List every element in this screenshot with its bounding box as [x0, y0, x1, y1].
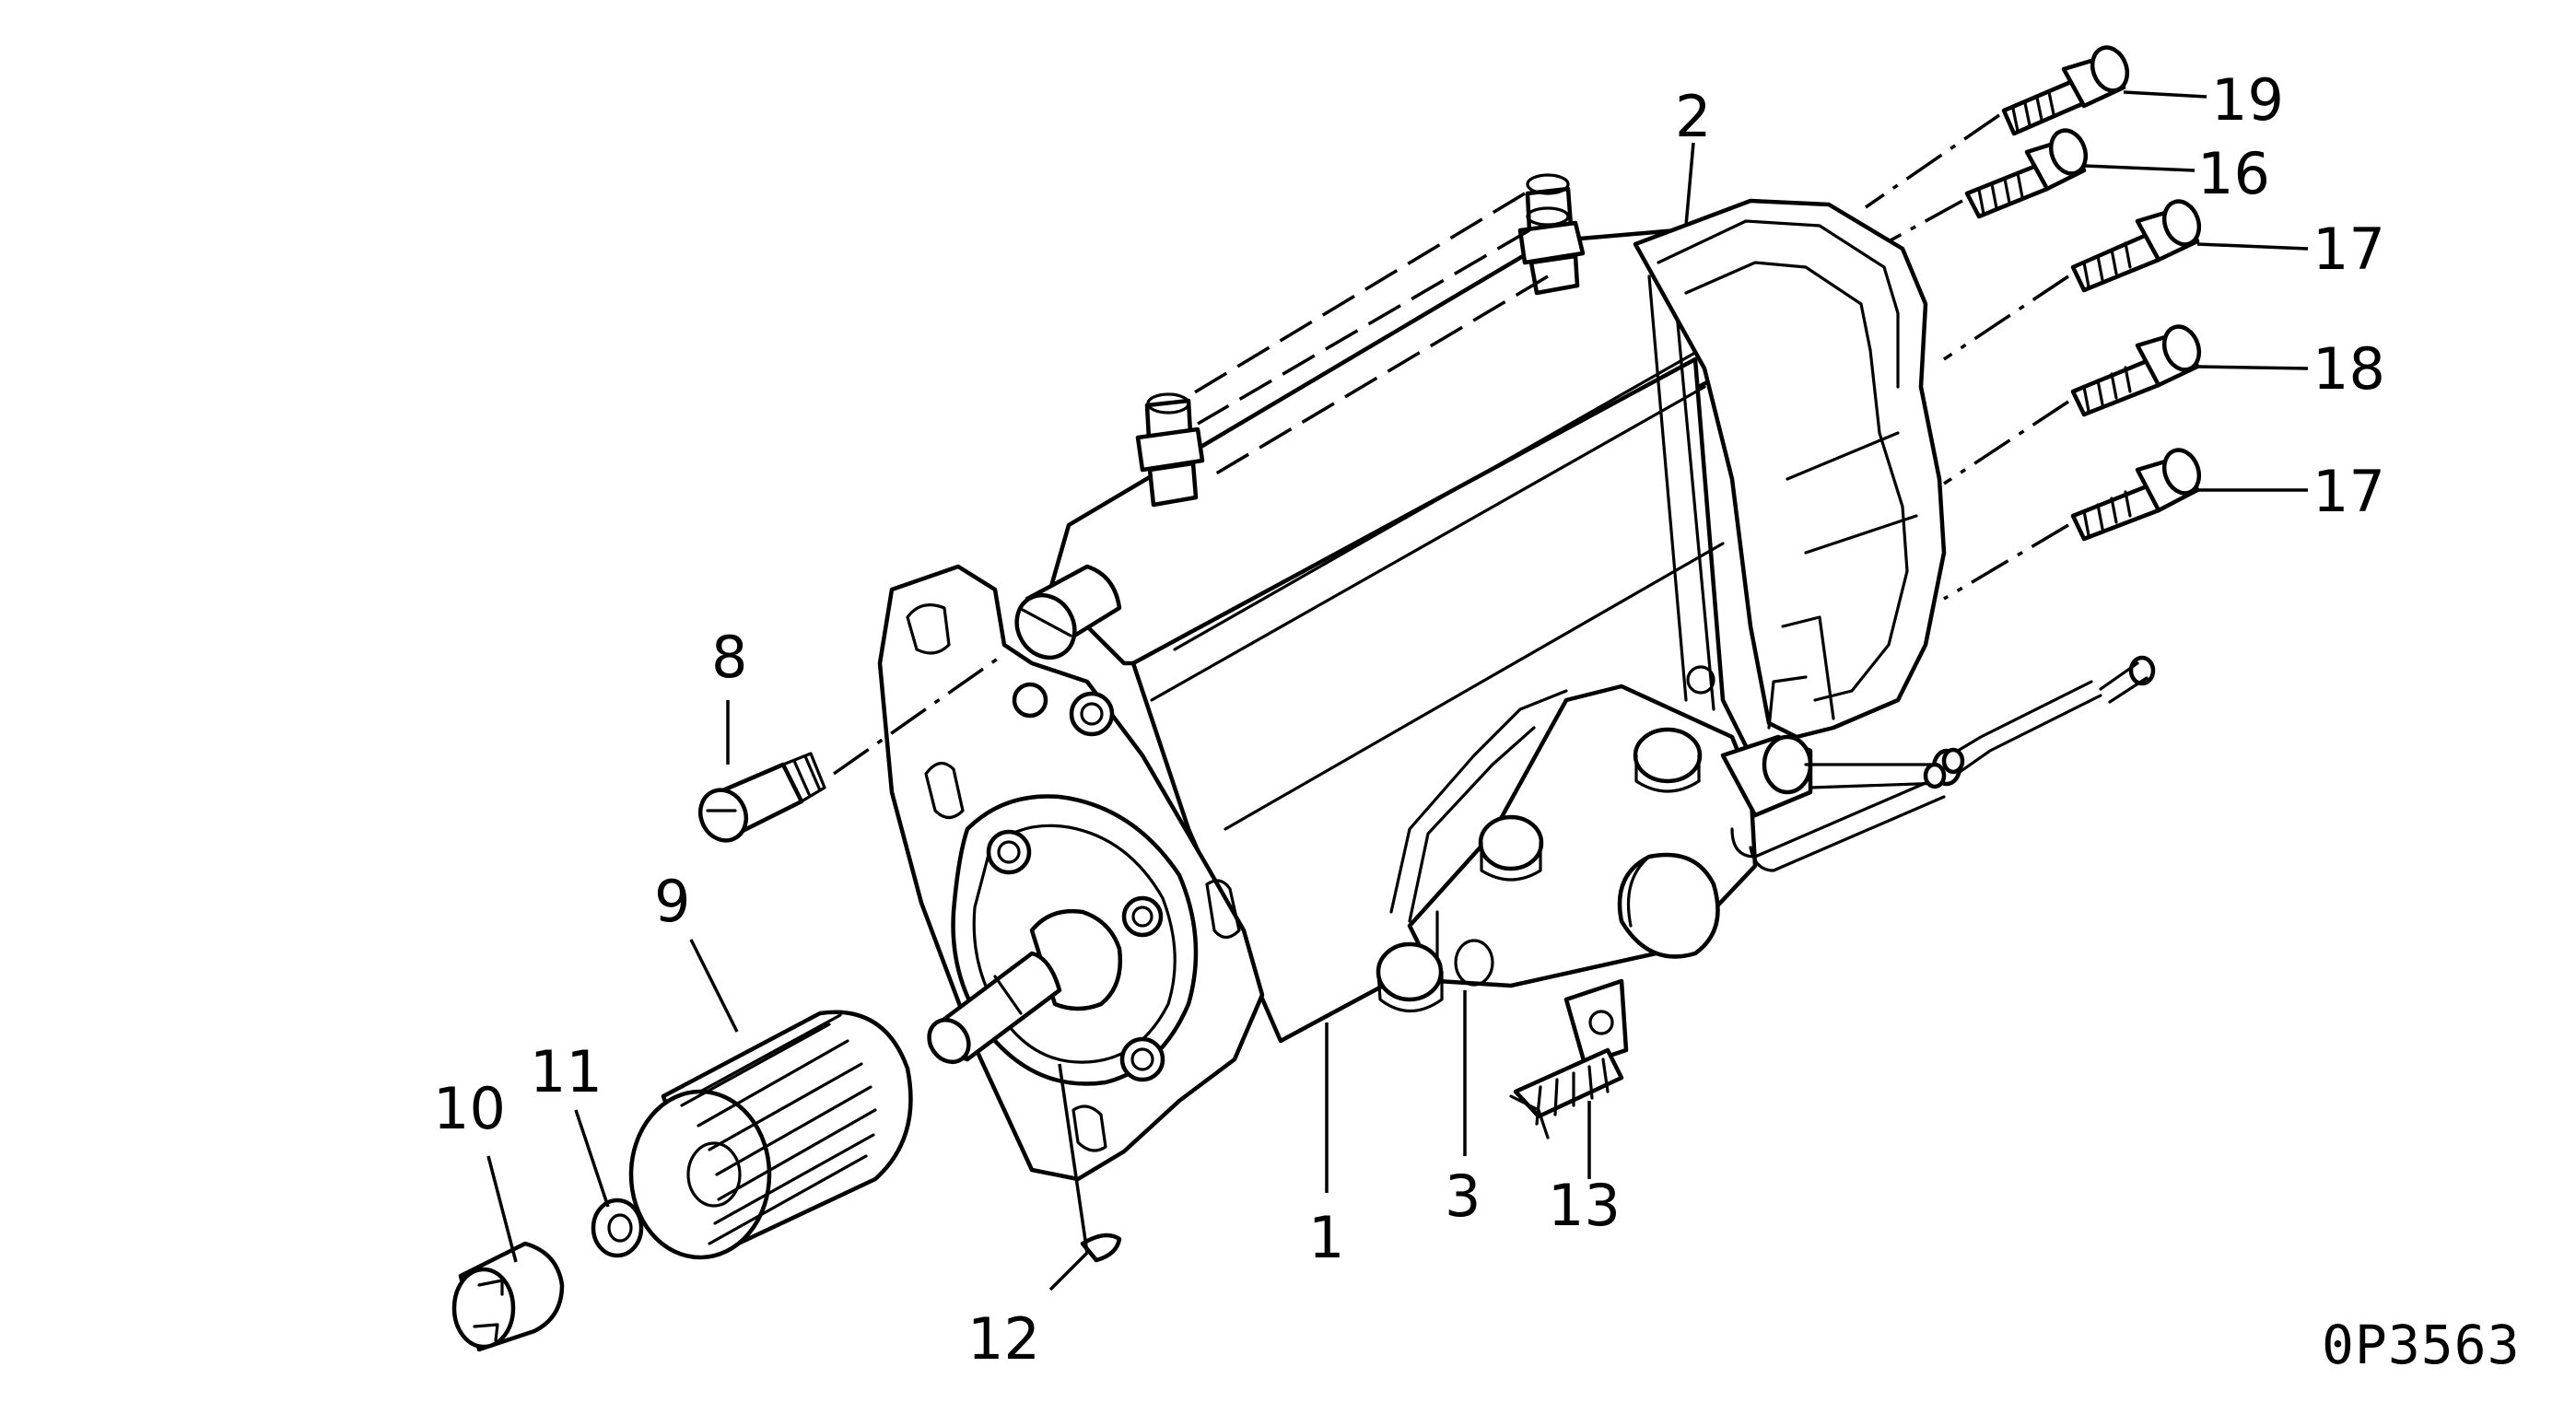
bracket-part-13: [1509, 978, 1629, 1139]
feed-pump-part-3: [1376, 655, 2156, 1012]
callout-1: 1: [1308, 1204, 1344, 1271]
governor-housing-part-2: [1633, 198, 1947, 740]
screw-assembly-lines: [1865, 113, 2069, 601]
callout-3: 3: [1445, 1163, 1481, 1230]
callout-11: 11: [530, 1038, 603, 1105]
leader-lines: [486, 90, 2309, 1291]
callout-19: 19: [2211, 66, 2284, 134]
screw-17-upper: [2070, 199, 2202, 293]
washer-part-11: [591, 1198, 644, 1258]
screw-19: [2001, 45, 2130, 136]
adjusting-screw-part-8: [697, 652, 1006, 843]
callout-18: 18: [2313, 335, 2385, 403]
callout-13: 13: [1548, 1172, 1621, 1239]
callout-12: 12: [967, 1305, 1040, 1373]
screw-17-lower: [2070, 448, 2202, 542]
callout-16: 16: [2197, 140, 2270, 207]
callout-labels: 19 16 17 18 17 2 8 9 11 10 12 1 3 13: [433, 66, 2385, 1373]
screw-18: [2070, 324, 2202, 417]
figure-id: 0P3563: [2322, 1314, 2521, 1376]
callout-8: 8: [711, 624, 747, 691]
flange-plug: [1014, 564, 1122, 660]
callout-17-lower: 17: [2313, 458, 2385, 525]
callout-9: 9: [654, 868, 690, 935]
delivery-valve-fittings: [1135, 173, 1586, 508]
pump-body-part-1: [1048, 228, 1753, 1044]
screw-16: [1964, 128, 2089, 219]
nut-part-10: [451, 1241, 565, 1352]
front-flange-plate: [877, 564, 1265, 1182]
callout-2: 2: [1675, 83, 1711, 150]
callout-17-upper: 17: [2313, 216, 2385, 283]
callout-10: 10: [433, 1075, 506, 1142]
key-part-12: [1080, 1233, 1122, 1263]
coupling-hub-part-9: [628, 1010, 913, 1260]
